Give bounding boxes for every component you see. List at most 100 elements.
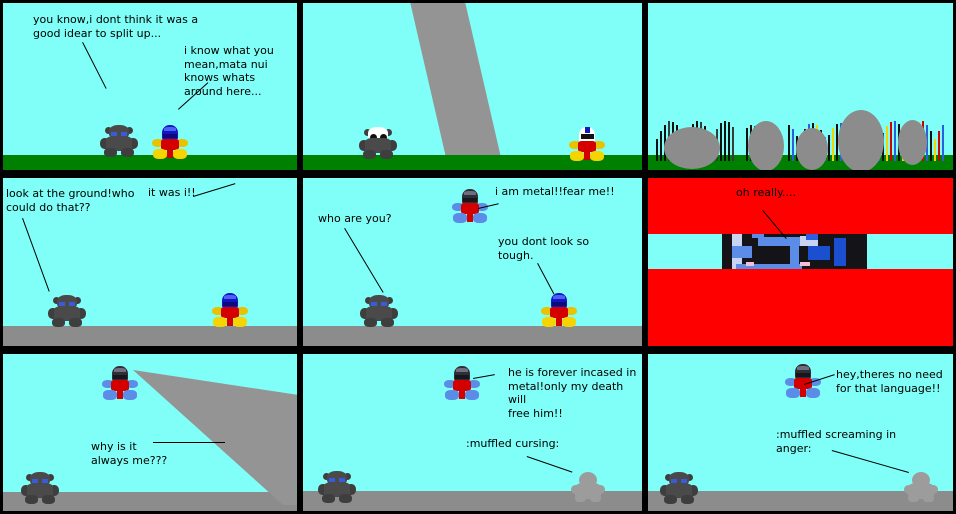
arm-right — [346, 484, 356, 495]
body — [324, 482, 350, 497]
foot-right — [590, 494, 601, 502]
ear-left — [364, 129, 371, 136]
encased-figure — [904, 472, 938, 502]
ear-right — [47, 474, 54, 481]
foot-right — [173, 149, 187, 159]
mask-highlight — [553, 295, 565, 299]
shocked-blue-character — [568, 127, 606, 161]
torso — [578, 141, 596, 152]
body — [666, 483, 692, 498]
shocked-gorilla-character — [359, 127, 397, 159]
comic-panel-7: why is it always me??? — [3, 354, 297, 511]
stripe-bar — [942, 125, 944, 161]
eye-left — [371, 302, 377, 306]
grass-ground — [3, 155, 297, 170]
foot-right — [381, 318, 394, 327]
mask-highlight — [456, 368, 468, 372]
mask-visor — [113, 375, 127, 379]
foot-right — [806, 388, 820, 398]
speech-leader-line — [153, 442, 225, 443]
stripe-bar — [836, 124, 838, 161]
metal-villain-closeup — [722, 234, 867, 269]
blue-mask-character — [151, 125, 189, 159]
speech-balloon-8-2: :muffled cursing: — [466, 437, 560, 450]
stone-ground — [3, 492, 297, 511]
mask-side-panel — [806, 234, 818, 240]
shoulder-right — [126, 380, 138, 388]
shoulder-right — [809, 378, 821, 386]
foot-right — [923, 494, 934, 502]
arm-left — [660, 485, 670, 496]
shoulder-left — [785, 378, 797, 386]
leg-gap — [467, 214, 473, 222]
foot-right — [339, 494, 352, 503]
shoulder-left — [102, 380, 114, 388]
metal-villain — [443, 366, 481, 400]
boulder — [838, 110, 884, 170]
foot-right — [681, 495, 694, 504]
stripe-bar — [894, 121, 896, 161]
ear-right — [386, 297, 393, 304]
ear-right — [74, 297, 81, 304]
mask-accent-pink-right — [800, 262, 810, 266]
ear-left — [26, 474, 33, 481]
eye-right — [42, 479, 48, 483]
shoulder-right — [565, 307, 577, 315]
speech-balloon-7-1: why is it always me??? — [91, 440, 168, 467]
eye-right — [121, 132, 127, 136]
gorilla-character — [100, 125, 138, 157]
foot-right — [69, 318, 82, 327]
nose — [677, 480, 681, 483]
torso — [453, 380, 471, 391]
nose — [65, 303, 69, 306]
stripe-bar — [732, 127, 734, 161]
boulder — [898, 120, 927, 165]
speech-balloon-1-1: you know,i dont think it was a good idea… — [33, 13, 199, 40]
foot-left — [213, 317, 227, 327]
foot-left — [153, 149, 167, 159]
comic-panel-2 — [303, 3, 642, 170]
arm-right — [76, 308, 86, 319]
stripe-bar — [728, 122, 730, 161]
mask-plate-right — [800, 236, 818, 246]
eye-left — [370, 134, 377, 141]
foot-left — [542, 317, 556, 327]
shoulder-right — [176, 139, 188, 147]
nose — [117, 133, 121, 136]
ear-left — [105, 127, 112, 134]
ear-right — [385, 129, 392, 136]
comic-panel-6: oh really.... — [648, 178, 953, 346]
boulder — [796, 128, 828, 170]
blue-mask-character — [211, 293, 249, 327]
speech-balloon-9-1: hey,theres no need for that language!! — [836, 368, 943, 395]
torso — [221, 307, 239, 318]
arm-right — [49, 485, 59, 496]
stone-ground — [3, 326, 297, 346]
mask-accent-pink-left — [746, 262, 754, 266]
leg-gap — [459, 391, 465, 399]
mask-accent-top — [752, 234, 764, 238]
stripe-bar — [930, 131, 932, 161]
foot-right — [562, 317, 576, 327]
boulder — [664, 127, 720, 169]
blue-mask-character — [540, 293, 578, 327]
stripe-bar — [788, 125, 790, 161]
foot-left — [363, 150, 376, 159]
comic-panel-5: i am metal!!fear me!! who are you? you d… — [303, 178, 642, 346]
arm-right — [688, 485, 698, 496]
mask-visor — [796, 373, 810, 377]
ear-right — [126, 127, 133, 134]
stripe-bar — [886, 126, 888, 161]
stripe-bar — [656, 139, 658, 161]
comic-panel-3 — [648, 3, 953, 170]
metal-villain — [101, 366, 139, 400]
eye-left — [59, 302, 65, 306]
stripe-bar — [926, 125, 928, 161]
body — [27, 483, 53, 498]
speech-balloon-4-2: it was i!! — [148, 186, 196, 199]
gorilla-character — [360, 295, 398, 327]
leg-gap — [556, 318, 562, 326]
stripe-bar — [720, 123, 722, 161]
mask-highlight — [224, 295, 236, 299]
